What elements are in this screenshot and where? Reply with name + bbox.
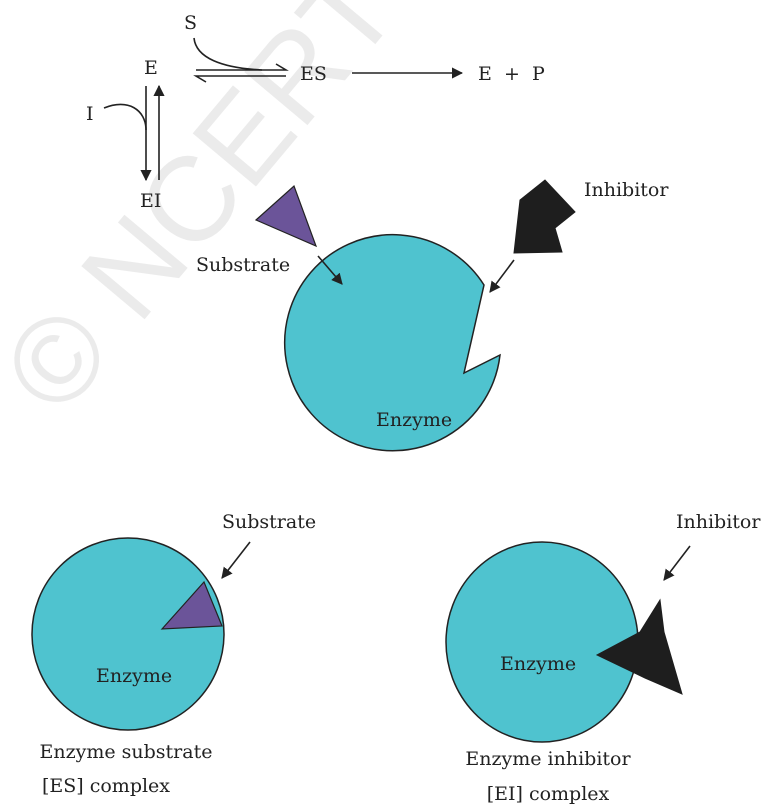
ei-caption-line2: [EI] complex (487, 783, 610, 805)
es-enzyme-label: Enzyme (96, 665, 172, 687)
free-substrate-pointer (317, 255, 343, 285)
free-enzyme-label: Enzyme (376, 409, 452, 431)
free-inhibitor-shape (513, 179, 576, 254)
scheme-e-label: E (144, 57, 158, 79)
equilibrium-e-es-arrow (193, 63, 289, 83)
free-enzyme-panel: Enzyme Substrate Inhibitor (196, 179, 669, 452)
ei-complex-panel: Enzyme Inhibitor Enzyme inhibitor [EI] c… (445, 511, 761, 805)
es-caption-line2: [ES] complex (42, 775, 170, 797)
scheme-product-label: E + P (478, 63, 545, 85)
free-enzyme-shape (283, 234, 501, 452)
scheme-s-label: S (184, 12, 197, 34)
free-inhibitor-pointer (489, 259, 515, 293)
es-bound-substrate-shape (160, 580, 223, 630)
ei-inhibitor-label: Inhibitor (676, 511, 761, 533)
scheme-es-label: ES (300, 63, 327, 85)
scheme-ei-label: EI (140, 190, 161, 212)
free-inhibitor-label: Inhibitor (584, 179, 669, 201)
ei-caption-line1: Enzyme inhibitor (465, 748, 631, 770)
substrate-binding-curve (193, 37, 263, 71)
ei-enzyme-shape (445, 541, 639, 743)
ei-bound-inhibitor-shape (595, 598, 683, 695)
es-caption-line1: Enzyme substrate (40, 741, 213, 763)
free-substrate-shape (254, 184, 318, 248)
ei-enzyme-label: Enzyme (500, 653, 576, 675)
inhibitor-binding-curve (103, 103, 147, 131)
es-substrate-pointer (221, 541, 251, 579)
free-substrate-label: Substrate (196, 254, 290, 276)
reaction-scheme: S E ES E + P I EI (86, 12, 545, 212)
es-enzyme-shape (31, 537, 225, 731)
ei-inhibitor-pointer (663, 545, 691, 581)
es-substrate-label: Substrate (222, 511, 316, 533)
scheme-i-label: I (86, 103, 94, 125)
es-complex-panel: Enzyme Substrate Enzyme substrate [ES] c… (31, 511, 316, 797)
